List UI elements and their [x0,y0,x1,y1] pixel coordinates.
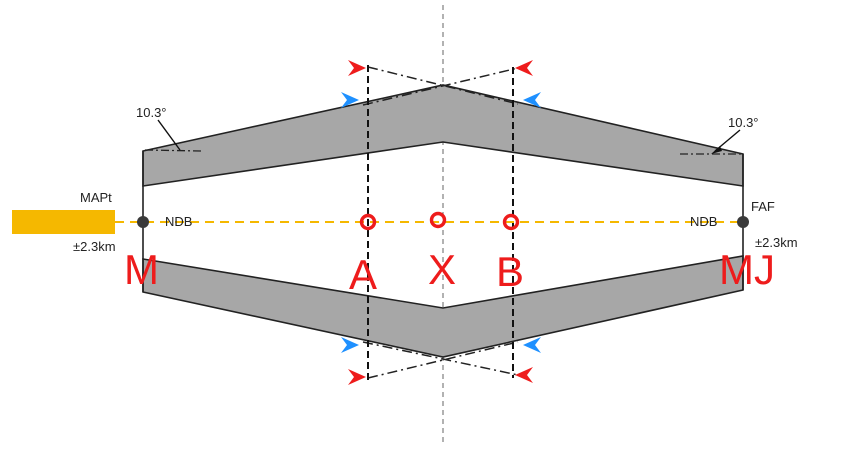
ndb-point-left [137,216,149,228]
point-label-mj: MJ [719,246,775,293]
dashdot-line-bottom-right [362,341,519,376]
red-arrow-top-right [515,60,533,76]
angle-line-left [144,149,203,152]
marker-b [502,213,520,231]
dashdot-line-top-right [362,67,519,106]
ndb-label-left: NDB [165,214,192,229]
blue-arrow-bottom-left [341,337,359,353]
point-label-x: X [428,246,456,293]
blue-arrow-top-right [523,92,541,108]
red-arrow-bottom-right [515,367,533,383]
blue-arrow-bottom-right [523,337,541,353]
marker-a [359,213,377,231]
mapt-label: MAPt [80,190,112,205]
point-label-a: A [349,251,377,298]
ndb-label-right: NDB [690,214,717,229]
faf-label: FAF [751,199,775,214]
angle-label-left: 10.3° [136,105,167,120]
blue-arrow-top-left [341,92,359,108]
dashdot-line-top-left [367,66,519,105]
marker-x [429,211,447,229]
point-label-b: B [496,248,524,295]
ndb-point-right [737,216,749,228]
angle-arrowhead-right [711,146,722,154]
point-label-m: M [124,246,159,293]
angle-pointer-left [157,119,181,151]
red-arrow-bottom-left [348,369,366,385]
tolerance-label-right: ±2.3km [755,235,798,250]
dashdot-line-bottom-left [367,341,519,379]
tolerance-label-left: ±2.3km [73,239,116,254]
angle-label-right: 10.3° [728,115,759,130]
red-arrow-top-left [348,60,366,76]
track-bar [12,210,115,234]
